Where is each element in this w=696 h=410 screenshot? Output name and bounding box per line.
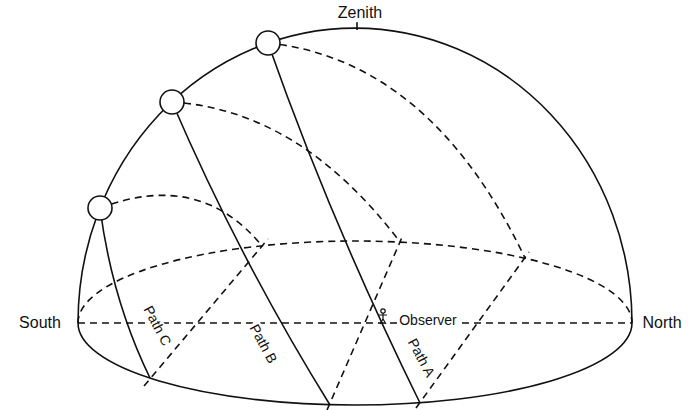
horizon-chord: [144, 239, 268, 386]
zenith-tick: [356, 22, 358, 30]
observer-figure: [379, 309, 387, 324]
observer-body: [379, 313, 387, 324]
path-label: Path A: [404, 334, 439, 381]
path-label: Path C: [139, 302, 175, 351]
sun-path-front: [100, 208, 150, 378]
sun-symbol: [88, 196, 112, 220]
sun-symbol: [256, 31, 280, 55]
horizon-back: [78, 241, 632, 323]
path-label: Path B: [245, 320, 280, 368]
sun-symbol: [160, 90, 184, 114]
sun-path-back: [172, 102, 400, 242]
sun-path-back: [268, 43, 525, 258]
horizon-chord: [416, 252, 529, 408]
direction-label: North: [640, 314, 683, 332]
zenith-label: Zenith: [336, 4, 384, 22]
observer-head: [381, 309, 385, 313]
horizon-chord: [327, 235, 403, 410]
sun-path-front: [268, 43, 420, 403]
dome-outline: [78, 28, 632, 323]
sun-path-back: [100, 195, 262, 246]
observer-label: Observer: [397, 313, 459, 328]
direction-label: South: [17, 314, 63, 332]
